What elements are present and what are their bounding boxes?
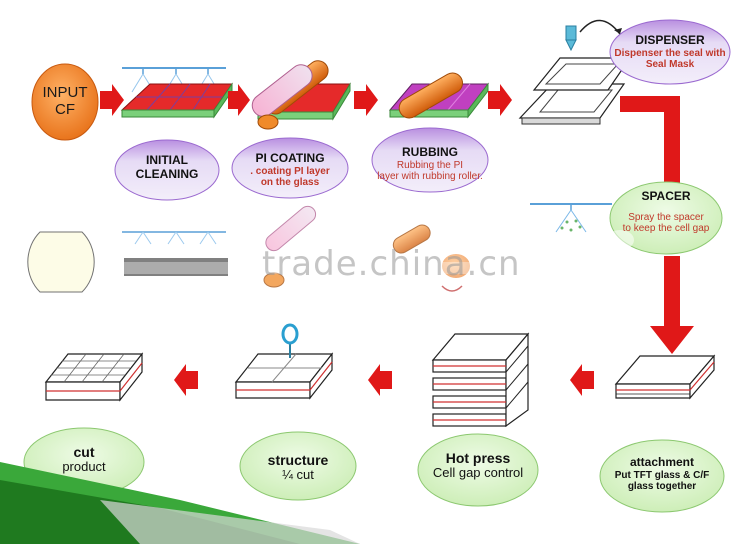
spacer-title: SPACER xyxy=(641,189,691,203)
input-cf-line2: CF xyxy=(55,101,75,119)
arrow-input-to-cleaning xyxy=(100,84,124,116)
elbow-arrow-dispenser-to-spacer xyxy=(620,96,680,192)
rubbing-illustration xyxy=(388,72,490,119)
dispenser-label: DISPENSER Dispenser the seal with Seal M… xyxy=(610,33,730,71)
initial-cleaning-label: INITIAL CLEANING xyxy=(120,153,214,182)
rubbing-title: RUBBING xyxy=(402,145,458,159)
arrow-hotpress-to-structure xyxy=(368,364,392,396)
input-cf-label: INPUT CF xyxy=(36,84,94,119)
watermark: trade.china.cn xyxy=(262,244,521,284)
dispenser-illustration xyxy=(518,19,632,125)
spacer-label: SPACER Spray the spacer to keep the cell… xyxy=(612,189,720,235)
cut-product-grid-illustration xyxy=(44,352,144,402)
pi-coating-bubble xyxy=(231,137,349,199)
attachment-desc2: glass together xyxy=(627,481,697,493)
arrow-spacer-to-attachment xyxy=(650,256,694,354)
arrow-rubbing-to-dispenser xyxy=(488,84,512,116)
hot-press-stack-illustration xyxy=(431,332,530,428)
spacer-desc2: to keep the cell gap xyxy=(622,223,710,235)
arrow-pi-to-rubbing xyxy=(354,84,378,116)
attachment-label: attachment Put TFT glass & C/F glass tog… xyxy=(600,455,724,493)
rubbing-label: RUBBING Rubbing the PI layer with rubbin… xyxy=(362,145,498,183)
structure-stack-illustration xyxy=(234,323,334,400)
faded-middle-row xyxy=(27,205,634,293)
dispenser-title: DISPENSER xyxy=(635,33,705,47)
arrow-structure-to-cut xyxy=(174,364,198,396)
pi-coating-label: PI COATING . coating PI layer on the gla… xyxy=(234,151,346,189)
initial-cleaning-line1: INITIAL xyxy=(146,153,188,167)
hot-press-label: Hot press Cell gap control xyxy=(420,450,536,481)
pi-coating-desc2: on the glass xyxy=(260,177,320,189)
arrow-attachment-to-hotpress xyxy=(570,364,594,396)
cut-title: cut xyxy=(73,444,95,460)
attachment-stack-illustration xyxy=(614,354,716,400)
arrow-cleaning-to-pi xyxy=(228,84,250,116)
pi-coating-desc1: . coating PI layer xyxy=(250,165,330,177)
initial-cleaning-line2: CLEANING xyxy=(135,166,199,181)
hot-press-title: Hot press xyxy=(445,450,511,466)
pi-coating-title: PI COATING xyxy=(255,151,325,165)
ghost-overlay-band xyxy=(100,262,660,274)
attachment-desc1: Put TFT glass & C/F xyxy=(614,469,710,481)
input-cf-node xyxy=(31,63,99,141)
cut-label: cut product xyxy=(34,444,134,475)
structure-bubble xyxy=(239,431,357,501)
rubbing-desc1: Rubbing the PI xyxy=(396,159,464,171)
spacer-spray-illustration xyxy=(530,203,612,233)
spacer-desc1: Spray the spacer xyxy=(628,211,704,223)
dispenser-desc2: Seal Mask xyxy=(645,59,695,71)
decorative-swoosh xyxy=(0,462,360,544)
attachment-title: attachment xyxy=(629,455,694,469)
spacer-bubble xyxy=(609,181,723,255)
hot-press-desc1: Cell gap control xyxy=(432,465,524,481)
structure-desc1: ¼ cut xyxy=(282,467,314,483)
rubbing-desc2: layer with rubbing roller. xyxy=(377,171,483,183)
attachment-bubble xyxy=(599,439,725,513)
cleaning-illustration xyxy=(120,67,233,119)
hot-press-bubble xyxy=(417,433,539,507)
rubbing-bubble xyxy=(371,127,489,193)
cut-desc1: product xyxy=(62,459,106,475)
structure-title: structure xyxy=(267,452,329,468)
dispenser-bubble xyxy=(609,19,731,85)
dispenser-desc1: Dispenser the seal with xyxy=(614,47,726,59)
initial-cleaning-bubble xyxy=(114,139,220,201)
structure-label: structure ¼ cut xyxy=(246,452,350,483)
input-cf-line1: INPUT xyxy=(42,84,88,101)
pi-coating-illustration xyxy=(251,60,351,130)
